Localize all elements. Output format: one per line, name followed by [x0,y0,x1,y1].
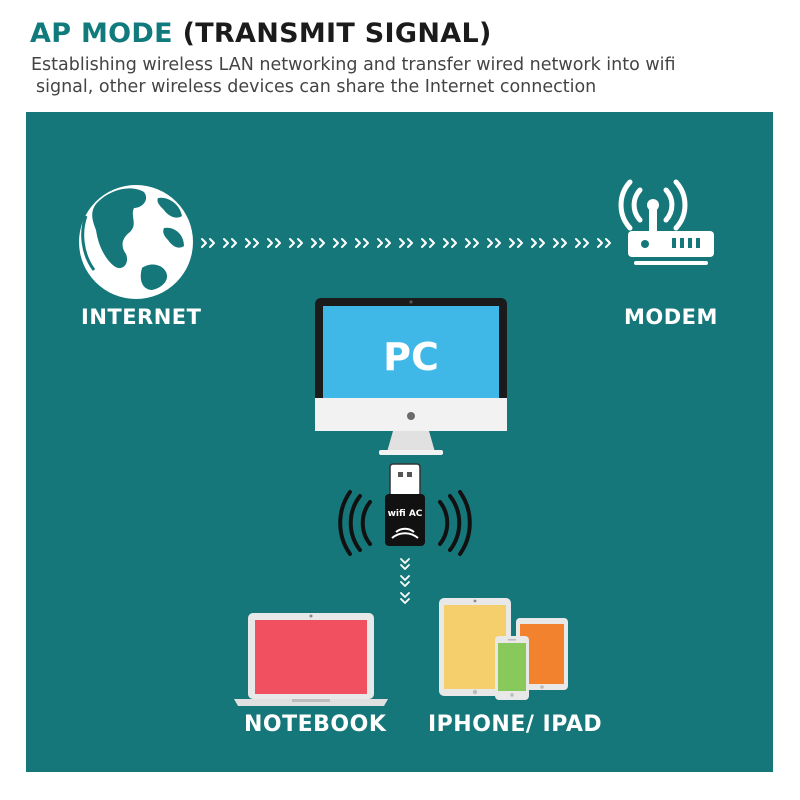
title-mode: AP MODE [30,18,173,49]
globe-icon [79,185,193,299]
arrow-chevrons-vertical [400,558,410,604]
page-subtitle: Establishing wireless LAN networking and… [31,54,771,98]
diagram-panel: PC wifi AC INTERNET MODEM NOTEBOOK IPHON… [26,112,773,772]
page-title: AP MODE (TRANSMIT SIGNAL) [30,18,492,49]
modem-icon [618,179,714,265]
pc-label: PC [383,335,439,379]
phone-icon [495,636,529,700]
network-diagram: PC wifi AC [79,179,714,706]
subtitle-line-1: Establishing wireless LAN networking and… [31,55,676,75]
subtitle-line-2: signal, other wireless devices can share… [36,77,597,97]
notebook-label: NOTEBOOK [244,712,387,737]
usb-wifi-adapter-icon [338,463,472,556]
tablet-icon [439,598,511,696]
arrow-chevrons-horizontal [201,238,611,248]
title-mode-detail: (TRANSMIT SIGNAL) [182,18,492,49]
adapter-label: wifi AC [388,509,423,519]
internet-label: INTERNET [81,305,202,329]
modem-label: MODEM [624,305,718,329]
mobile-label: IPHONE/ IPAD [428,712,603,737]
notebook-icon [234,613,388,706]
pc-monitor-icon [315,298,507,455]
